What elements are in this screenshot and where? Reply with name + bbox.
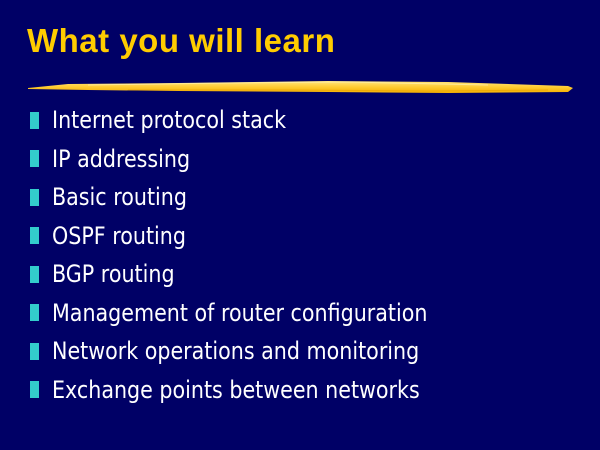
bullet-icon: [30, 227, 39, 245]
bullet-icon: [30, 381, 39, 399]
list-item: Management of router configuration: [30, 294, 489, 333]
list-item-label: Internet protocol stack: [52, 106, 287, 135]
brush-stroke-divider: [28, 81, 573, 93]
bullet-list: Internet protocol stack IP addressing Ba…: [30, 101, 489, 409]
bullet-icon: [30, 188, 39, 206]
slide-title: What you will learn: [27, 22, 336, 59]
list-item-label: Network operations and monitoring: [52, 337, 420, 366]
list-item-label: Basic routing: [52, 183, 187, 212]
list-item: Internet protocol stack: [30, 101, 489, 140]
list-item: OSPF routing: [30, 217, 489, 256]
list-item-label: BGP routing: [52, 260, 175, 289]
bullet-icon: [30, 265, 39, 283]
list-item: Basic routing: [30, 178, 489, 217]
list-item-label: OSPF routing: [52, 221, 186, 250]
bullet-icon: [30, 304, 39, 322]
list-item: Network operations and monitoring: [30, 332, 489, 371]
list-item: BGP routing: [30, 255, 489, 294]
list-item-label: Management of router configuration: [52, 298, 428, 327]
list-item-label: Exchange points between networks: [52, 375, 420, 404]
list-item: IP addressing: [30, 140, 489, 179]
list-item-label: IP addressing: [52, 144, 191, 173]
list-item: Exchange points between networks: [30, 371, 489, 410]
bullet-icon: [30, 150, 39, 168]
bullet-icon: [30, 111, 39, 129]
bullet-icon: [30, 342, 39, 360]
